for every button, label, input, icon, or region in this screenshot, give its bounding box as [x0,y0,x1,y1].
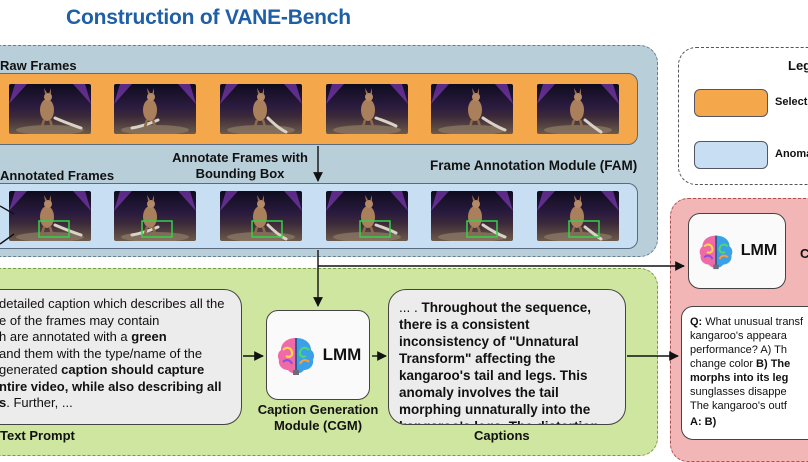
text-run: The kangaroo's outf [690,400,787,412]
text-prompt-content: detailed caption which describes all the… [0,296,231,412]
cgm-module-label: Caption Generation Module (CGM) [257,402,379,433]
annotated-frame [220,191,303,241]
raw-frames-label: Raw Frames [0,58,77,73]
text-run: B) The [756,358,791,370]
caption-box: ... . Throughout the sequence, there is … [388,289,626,425]
caption-lead: ... . [399,300,422,315]
text-line: s. Further, ... [0,395,231,412]
captions-label: Captions [474,428,530,443]
kangaroo-frame-image [431,84,514,134]
kangaroo-frame-image [537,84,620,134]
annotated-frame [537,191,620,241]
annotated-frame [431,191,514,241]
annotated-frame [325,191,408,241]
text-run: caption should capture [61,362,205,377]
text-line: generated caption should capture [0,362,231,379]
text-line: kangaroo's appeara [690,329,808,343]
kangaroo-frame-image [325,84,408,134]
fam-module-label: Frame Annotation Module (FAM) [430,158,638,173]
text-line: morphs into its leg [690,371,808,385]
text-line: e of the frames may contain [0,313,231,330]
text-run: Q: [690,316,706,328]
kangaroo-frame-image [431,191,514,241]
kangaroo-frame-image [220,191,303,241]
text-run: ntire video, while also describing all [0,378,222,394]
annotate-step-label: Annotate Frames with Bounding Box [172,150,308,181]
annotated-frame [114,191,197,241]
text-run: and them with the type/name of the [0,345,203,361]
qa-side-letter: C [800,246,808,261]
kangaroo-frame-image [8,191,91,241]
text-line: h are annotated with a green [0,329,231,346]
raw-frame [114,84,197,134]
kangaroo-frame-image [325,191,408,241]
caption-text: Throughout the sequence, there is a cons… [399,300,599,424]
brain-icon [277,338,314,375]
text-line: The kangaroo's outf [690,399,808,413]
text-prompt-label: Text Prompt [0,428,75,443]
raw-frame [325,84,408,134]
text-line: performance? A) Th [690,343,808,357]
text-run: e of the frames may contain [0,312,160,328]
kangaroo-frame-image [220,84,303,134]
text-run: detailed caption which describes all the [0,296,225,311]
text-run: change color [690,358,757,370]
brain-icon [699,235,733,270]
kangaroo-frame-image [114,84,197,134]
lmm-label: LMM [740,242,778,259]
raw-frames-strip [0,73,638,145]
legend-label-selected: Select [775,96,808,108]
raw-frame [220,84,303,134]
text-line: ntire video, while also describing all [0,379,231,396]
raw-frame [431,84,514,134]
text-line: detailed caption which describes all the [0,296,231,313]
page-title: Construction of VANE-Bench [66,6,351,29]
legend-swatch-selected [694,89,768,117]
kangaroo-frame-image [537,191,620,241]
text-line: Q: What unusual transf [690,315,808,329]
text-run: s [0,395,6,410]
legend-swatch-anomaly [694,141,768,169]
legend-title: Leg [788,58,808,73]
text-run: kangaroo's appeara [690,330,787,342]
text-run: morphs into its leg [690,372,789,384]
text-run: generated [0,362,62,377]
text-run: sunglasses disappe [690,386,787,398]
text-run: . Further, ... [6,395,73,410]
raw-frame [537,84,620,134]
text-run: performance? A) Th [690,344,788,356]
lmm-qa-box: LMM [688,213,786,289]
raw-frame [8,84,91,134]
text-run: h are annotated with a [0,329,132,344]
text-line: sunglasses disappe [690,385,808,399]
legend-label-anomaly: Anoma [775,148,808,160]
text-run: What unusual transf [705,316,804,328]
kangaroo-frame-image [114,191,197,241]
annotated-frames-strip [0,183,638,249]
annotated-frames-label: Annotated Frames [0,168,115,183]
lmm-label: LMM [322,345,362,364]
annotated-frame [8,191,91,241]
lmm-caption-box: LMM [266,310,370,400]
answer-text: A: B) [690,416,717,428]
text-line: change color B) The [690,357,808,371]
text-run: green [131,329,167,344]
text-line: and them with the type/name of the [0,346,231,363]
kangaroo-frame-image [8,84,91,134]
text-prompt-box: detailed caption which describes all the… [0,289,242,425]
